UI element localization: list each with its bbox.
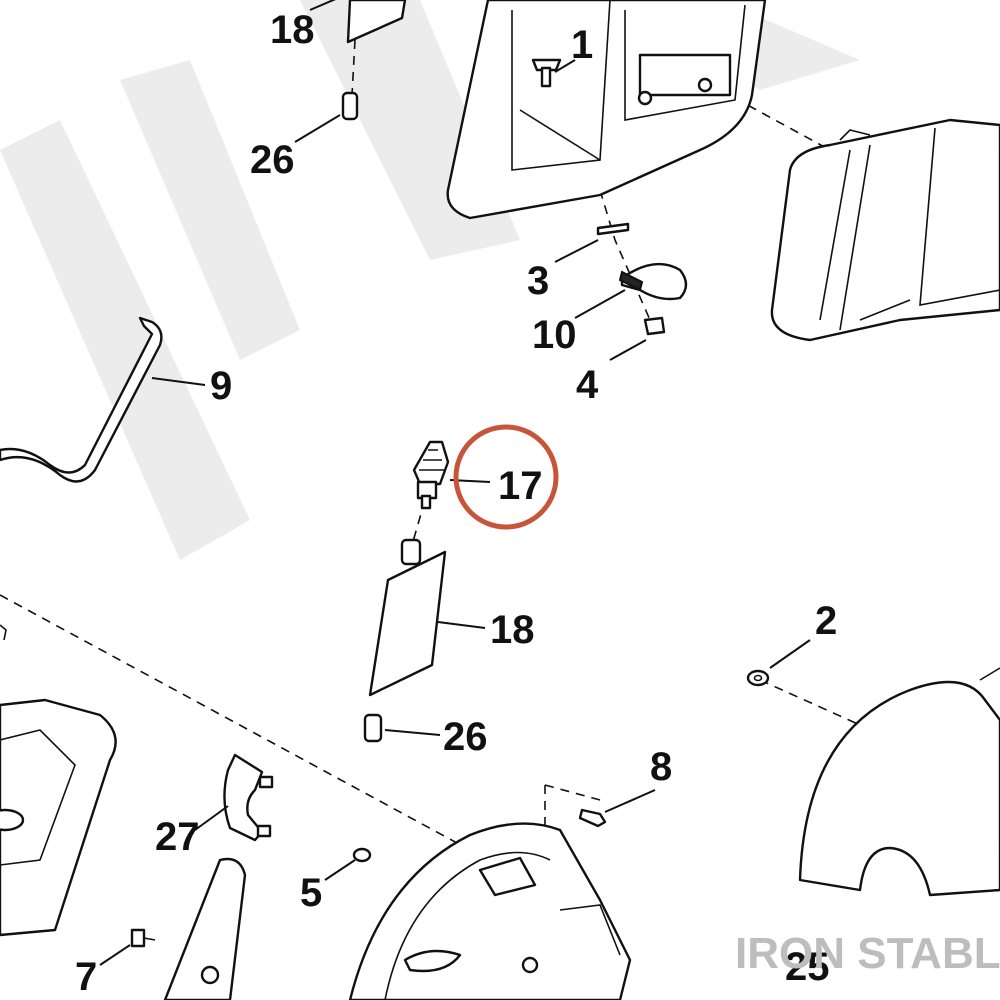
lower-panel-part	[163, 857, 247, 1000]
callout-10: 10	[532, 313, 577, 357]
callout-26-top: 26	[250, 138, 295, 182]
lower-housing-part	[348, 822, 632, 1000]
callout-25: 25	[785, 945, 830, 989]
callout-18-mid: 18	[490, 608, 535, 652]
knob-part-17	[412, 440, 450, 510]
callout-leader-lines	[99, 0, 811, 966]
callout-2: 2	[815, 599, 837, 643]
callout-3: 3	[527, 259, 549, 303]
callout-4: 4	[576, 363, 599, 407]
brand-watermark-text: IRON STABLE	[735, 929, 1000, 978]
left-lower-housing-part	[0, 624, 117, 937]
bracket-part-27	[223, 753, 274, 842]
shell-cover-part	[798, 667, 1000, 897]
washer-part-2	[746, 669, 770, 687]
callout-18-top: 18	[270, 8, 315, 52]
upper-housing-part	[446, 0, 767, 220]
callout-1: 1	[571, 23, 593, 67]
callout-27: 27	[155, 815, 200, 859]
plate-part-middle	[363, 538, 447, 743]
small-hardware-group	[596, 222, 688, 336]
nut-part-5	[352, 847, 372, 863]
callout-7: 7	[75, 955, 97, 999]
callout-labels: 18 1 26 3 10 4 9 17 18 2 26 8 27 5 7 25	[75, 8, 837, 999]
callout-5: 5	[300, 871, 322, 915]
callout-17: 17	[498, 464, 543, 508]
callout-8: 8	[650, 745, 672, 789]
highlight-ring	[453, 424, 559, 530]
wire-bracket-part	[0, 316, 163, 483]
screw-part-7	[130, 928, 156, 948]
right-housing-part	[770, 118, 1000, 342]
plate-part-top	[341, 0, 407, 121]
screw-part-8	[578, 808, 607, 828]
callout-9: 9	[210, 364, 232, 408]
callout-26-mid: 26	[443, 715, 488, 759]
